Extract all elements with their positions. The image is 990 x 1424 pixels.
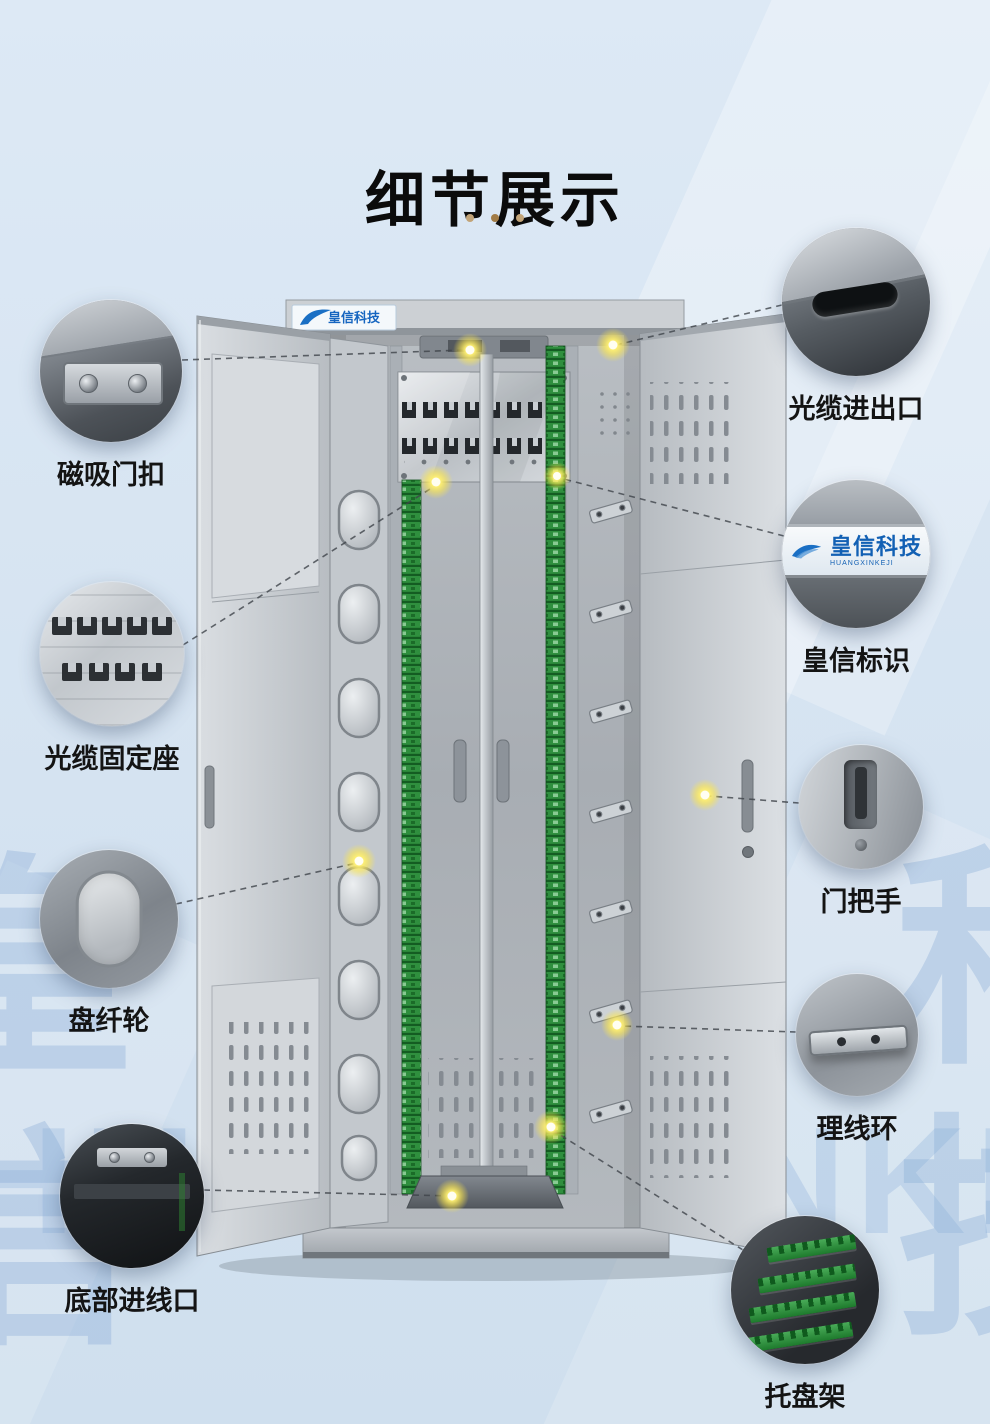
spool-column [329,337,389,1229]
entry-clamp [97,1148,167,1168]
cable-clamp-icon [76,616,97,635]
callout-anchor-dots [342,328,721,1213]
cable-clamp-icon [127,616,148,635]
fiber-spool-wheel-photo [40,850,178,988]
fiber-spool-wheels [337,489,381,1182]
page-title: 细节展示 [365,167,625,235]
screw-icon [109,1152,121,1164]
brand-text: 皇信科技 HUANGXINKEJI [829,533,922,567]
brand-swoosh-icon [300,309,331,325]
brand-logo-photo: 皇信科技 HUANGXINKEJI [782,480,930,628]
green-tray [757,1263,856,1294]
accent-dot [516,214,524,222]
lock-icon [854,839,867,852]
callout-brand-logo: 皇信科技 HUANGXINKEJI 皇信标识 [782,480,930,678]
callout-tray-rack: 托盘架 [731,1216,879,1414]
magnet-plate [62,362,164,405]
magnetic-door-latch-photo [40,300,182,442]
callout-label: 皇信标识 [802,646,910,676]
clamp-row [61,662,163,681]
callout-cable-inlet-outlet: 光缆进出口 [782,228,930,426]
cable-fixing-seat-photo [40,582,184,726]
callout-label: 光缆进出口 [788,394,924,424]
accent-dot [466,214,474,222]
brand-swoosh-icon [791,544,822,559]
callout-bottom-cable-entry: 底部进线口 [60,1124,204,1318]
screw-icon [127,374,147,394]
callout-cable-management-ring: 理线环 [796,974,918,1146]
cabinet-logo-text: 皇信科技 [328,310,381,325]
callout-label: 托盘架 [764,1382,846,1412]
center-rail [453,353,510,1191]
cable-clamp-icon [152,616,173,635]
cable-clamp-icon [115,662,136,681]
left-door-handle [204,765,215,829]
callout-label: 盘纤轮 [68,1006,150,1036]
cable-inlet-outlet-photo [782,228,930,376]
bracket-hole [836,1036,847,1047]
brand-cn-text: 皇信科技 [829,533,922,559]
callout-connectors [175,304,800,1251]
green-tray [748,1292,856,1324]
left-door [196,315,331,1257]
callout-fiber-spool-wheel: 盘纤轮 [40,850,178,1038]
spool-wheel [75,870,143,968]
ring-bracket [808,1024,910,1056]
latch-top-surface [40,300,182,361]
door-lock [742,846,754,858]
callout-cable-fixing-seat: 光缆固定座 [40,582,184,776]
accent-dot [491,214,499,222]
callout-label: 理线环 [816,1114,898,1144]
right-door-handle [741,759,754,833]
screw-icon [79,374,99,394]
title-accent-dots [0,214,990,222]
cable-clamp-icon [61,662,82,681]
fiber-tray-edge [179,1172,186,1231]
callout-label: 门把手 [820,887,902,917]
cabinet-base [302,1223,670,1259]
brand-logo-strip: 皇信科技 HUANGXINKEJI [782,524,930,578]
cable-clamp-icon [51,616,72,635]
callout-magnetic-door-latch: 磁吸门扣 [40,300,182,492]
cable-clamp-icon [142,662,163,681]
cable-management-ring-photo [796,974,918,1096]
entry-bar [74,1184,190,1199]
tray-rack-photo [731,1216,879,1364]
callout-label: 光缆固定座 [44,744,180,774]
cabinet-top: 皇信科技 [285,299,685,335]
green-tray [742,1321,853,1354]
callout-door-handle: 门把手 [799,745,923,919]
screw-icon [143,1152,155,1164]
bottom-cable-entry-photo [60,1124,204,1268]
callout-label: 底部进线口 [64,1286,200,1316]
bracket-hole [871,1034,882,1044]
cable-clamp-icon [101,616,122,635]
callout-label: 磁吸门扣 [57,460,165,490]
clamp-row [51,616,173,635]
brand-en-text: HUANGXINKEJI [829,559,894,567]
cable-clamp-icon [88,662,109,681]
green-tray [765,1234,856,1264]
door-handle-photo [799,745,923,869]
handle-bar [854,767,868,820]
